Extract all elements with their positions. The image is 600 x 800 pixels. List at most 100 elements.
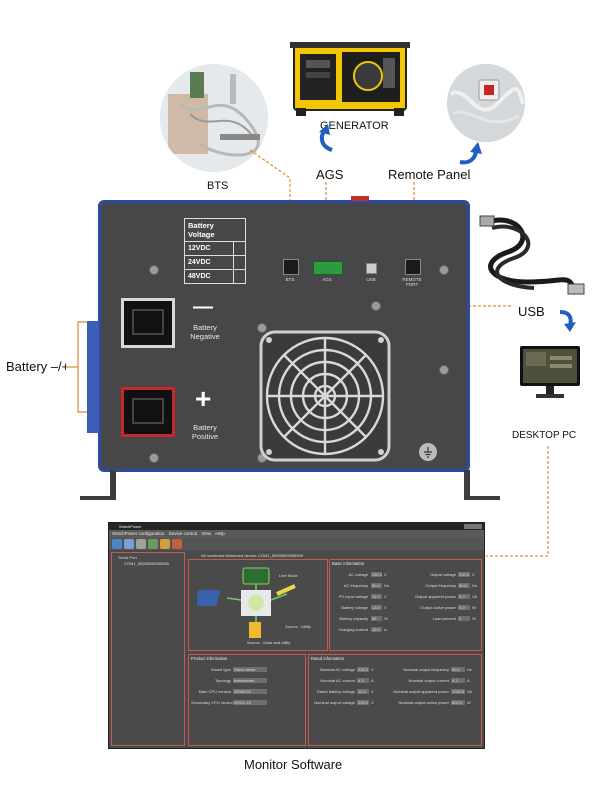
software-toolbar (109, 538, 484, 550)
info-value-box (371, 627, 382, 632)
info-unit: Hz (472, 583, 477, 588)
info-value-box (357, 700, 369, 705)
battery-voltage-table: Battery Voltage 12VDC 24VDC 48VDC (183, 218, 246, 284)
info-value: 50.0 (459, 583, 467, 588)
info-unit: V (371, 689, 374, 694)
software-titlebar: WatchPower (109, 523, 484, 530)
info-value: 230.0 (459, 572, 470, 577)
generator-arrow-icon (319, 124, 333, 152)
desktop-pc-label: DESKTOP PC (512, 430, 577, 441)
info-unit: V (384, 605, 387, 610)
info-label: Nominal output voltage (314, 700, 355, 705)
info-value: 230.0 (358, 667, 369, 672)
info-value: 00031.18 (234, 700, 251, 705)
menu-item[interactable]: Help (215, 531, 225, 536)
info-unit: W (472, 605, 476, 610)
info-unit: V (384, 594, 387, 599)
info-value-box (371, 616, 382, 621)
info-value-box (233, 678, 267, 683)
info-unit: W (467, 700, 471, 705)
negative-label: Battery Negative (190, 323, 220, 341)
usb-port[interactable] (366, 263, 377, 274)
info-label: PV input voltage (338, 594, 368, 599)
info-value: 0.0 (459, 594, 465, 599)
toolbar-button[interactable] (124, 539, 134, 549)
info-label: Nominal AC voltage (319, 667, 355, 672)
info-value-box (451, 667, 465, 672)
info-value: 1000.0 (452, 689, 465, 694)
window-controls[interactable] (464, 524, 482, 529)
toolbar-button[interactable] (148, 539, 158, 549)
info-label: Topology (214, 678, 231, 683)
ags-port[interactable] (313, 261, 343, 275)
info-value: transformer (234, 678, 255, 683)
toolbar-button[interactable] (136, 539, 146, 549)
bts-port-label: BTS (285, 277, 295, 282)
info-label: Nominal output current (408, 678, 449, 683)
info-value-box (451, 678, 465, 683)
info-value-box (371, 594, 382, 599)
info-label: Output frequency (425, 583, 456, 588)
info-value-box (458, 594, 470, 599)
battery-positive-terminal[interactable] (121, 387, 175, 437)
info-label: Nominal output active power (398, 700, 449, 705)
info-value: 50.0 (372, 583, 380, 588)
info-unit: % (472, 616, 476, 621)
info-unit: Hz (467, 667, 472, 672)
toolbar-button[interactable] (172, 539, 182, 549)
info-value-box (371, 605, 382, 610)
info-unit: V (472, 572, 475, 577)
bts-label: BTS (207, 180, 229, 192)
bts-port[interactable] (283, 259, 299, 275)
tree-item[interactable]: COM1_55555555555555 (124, 561, 169, 566)
info-value: 4.3 (358, 678, 364, 683)
tree-root[interactable]: Serial Port (118, 555, 137, 560)
info-value: 12.0 (358, 689, 366, 694)
info-unit: V (371, 700, 374, 705)
info-unit: A (371, 678, 374, 683)
menu-item[interactable]: Device control (168, 531, 198, 536)
battery-label: Battery –/+ (6, 359, 70, 374)
info-value-box (451, 700, 465, 705)
energy-flow-icon (197, 567, 296, 638)
info-value: 800.0 (452, 700, 463, 705)
bts-sensor-photo (160, 64, 268, 172)
info-label: Nominal output frequency (403, 667, 449, 672)
generator-photo (288, 38, 414, 118)
info-value: 230.0 (358, 700, 369, 705)
info-value-box (458, 605, 470, 610)
info-value: 0 (459, 616, 462, 621)
info-unit: Hz (384, 583, 389, 588)
usb-label: USB (518, 304, 545, 319)
remote-arrow-icon (459, 142, 482, 165)
cooling-fan-icon (259, 330, 391, 462)
negative-sign: — (193, 296, 213, 318)
info-value: Stand alone (234, 667, 256, 672)
basic-info-title: Basic information (332, 561, 365, 566)
info-value: 50.0 (452, 667, 460, 672)
info-value-box (371, 583, 382, 588)
product-info-title: Product information (191, 656, 228, 661)
rated-info-title: Rated information (311, 656, 345, 661)
info-unit: A (467, 678, 470, 683)
info-unit: % (384, 616, 388, 621)
remote-port[interactable] (405, 259, 421, 275)
voltage-row: 48VDC (183, 269, 235, 284)
remote-panel-photo (447, 64, 525, 142)
info-value-box (233, 700, 267, 705)
device-tree-panel: Serial Port COM1_55555555555555 (111, 552, 185, 746)
menu-item[interactable]: View (201, 531, 212, 536)
voltage-row: 12VDC (183, 241, 235, 256)
toolbar-button[interactable] (160, 539, 170, 549)
mounting-feet (80, 470, 500, 500)
battery-negative-terminal[interactable] (121, 298, 175, 348)
software-menubar: WatchPower configuration Device control … (109, 530, 484, 538)
info-value: 85 (372, 616, 377, 621)
voltage-row: 24VDC (183, 255, 235, 270)
info-label: AC frequency (343, 583, 368, 588)
info-value-box (233, 667, 267, 672)
info-label: Battery capacity (339, 616, 368, 621)
toolbar-button[interactable] (112, 539, 122, 549)
menu-item[interactable]: WatchPower configuration (112, 531, 165, 536)
